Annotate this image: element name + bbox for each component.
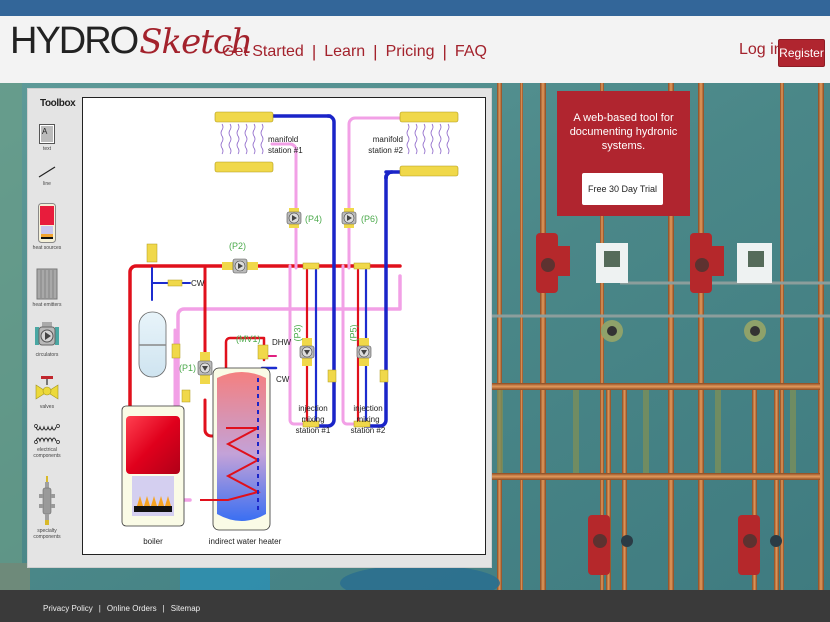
nav-faq[interactable]: FAQ: [454, 43, 487, 60]
free-trial-button[interactable]: Free 30 Day Trial: [582, 173, 663, 205]
pump-p4-label: (P4): [305, 214, 323, 224]
footer-separator: |: [162, 604, 165, 613]
cta-box: A web-based tool for documenting hydroni…: [557, 91, 690, 216]
toolbox-item-label: electrical components: [33, 447, 61, 459]
toolbox-item-specialty-components[interactable]: specialty components: [25, 476, 69, 540]
nav-get-started[interactable]: Get Started: [222, 43, 304, 60]
drawing-canvas[interactable]: manifold station #1 manifold station #2 …: [82, 97, 486, 555]
pump-p3-label: (P3): [292, 324, 303, 342]
manifold-2: [399, 111, 459, 177]
nav-separator: |: [311, 42, 317, 61]
pump-p6-label: (P6): [361, 214, 379, 224]
footer-privacy-policy[interactable]: Privacy Policy: [43, 604, 93, 613]
manifold-2-label: manifold station #2: [368, 135, 403, 155]
manifold-1-label: manifold station #1: [268, 135, 303, 155]
electrical-icon: [34, 424, 60, 444]
top-bar: [0, 0, 830, 16]
injection-station-1-label: injection mixing station #1: [295, 404, 331, 435]
svg-text:A: A: [42, 127, 48, 136]
nav-separator: |: [373, 42, 378, 61]
boiler-label: boiler: [143, 537, 163, 546]
nav-pricing[interactable]: Pricing: [385, 43, 435, 60]
toolbox-item-heat-emitters[interactable]: heat emitters: [25, 268, 69, 308]
valve-icon: [35, 376, 59, 400]
nav-separator: |: [442, 42, 447, 61]
water-heater-label: indirect water heater: [208, 537, 282, 546]
pump-symbols: [197, 208, 372, 384]
cta-tagline: A web-based tool for documenting hydroni…: [569, 112, 678, 152]
pump-p5-label: (P5): [348, 324, 359, 342]
footer-links: Privacy Policy | Online Orders | Sitemap: [43, 604, 200, 613]
toolbox-item-label: line: [43, 181, 51, 187]
logo[interactable]: HYDRO Sketch: [10, 20, 253, 62]
register-button[interactable]: Register: [778, 39, 825, 67]
hydronic-schematic: [121, 111, 459, 531]
cold-water-label: CW: [276, 375, 290, 384]
toolbox-item-electrical-components[interactable]: electrical components: [25, 423, 69, 459]
toolbox-item-label: heat emitters: [32, 302, 62, 308]
nav-learn[interactable]: Learn: [324, 43, 366, 60]
footer-online-orders[interactable]: Online Orders: [106, 604, 157, 613]
mixing-valve-label: (MV1): [236, 334, 261, 344]
toolbox-item-heat-sources[interactable]: heat sources: [25, 203, 69, 251]
toolbox-item-text[interactable]: A text: [25, 124, 69, 152]
toolbox-item-label: specialty components: [33, 528, 61, 540]
footer-sitemap[interactable]: Sitemap: [170, 604, 201, 613]
toolbox-item-line[interactable]: line: [25, 165, 69, 187]
logo-sketch-text: Sketch: [139, 22, 253, 62]
toolbox-item-label: heat sources: [32, 245, 62, 251]
toolbox-item-label: text: [42, 146, 52, 152]
toolbox-item-valves[interactable]: valves: [25, 376, 69, 410]
line-icon: [38, 166, 56, 178]
toolbox-item-label: valves: [39, 404, 55, 410]
cold-water-label: CW: [191, 279, 205, 288]
manifold-1: [214, 111, 274, 173]
site-header: [0, 16, 830, 83]
pump-p2-label: (P2): [229, 241, 247, 251]
specialty-icon: [39, 476, 55, 525]
toolbox-item-label: circulators: [35, 352, 59, 358]
text-icon: A: [39, 124, 55, 144]
dhw-label: DHW: [272, 338, 292, 347]
toolbox-item-circulators[interactable]: circulators: [25, 322, 69, 358]
pump-p1-label: (P1): [179, 363, 197, 373]
login-link[interactable]: Log in: [739, 41, 783, 58]
toolbox-title: Toolbox: [40, 98, 76, 109]
circulator-icon: [35, 322, 59, 346]
logo-hydro-text: HYDRO: [10, 20, 139, 62]
footer-separator: |: [98, 604, 101, 613]
injection-station-2-label: injection mixing station #2: [350, 404, 386, 435]
boiler-icon: [38, 203, 56, 243]
main-nav: Get Started | Learn | Pricing | FAQ: [222, 42, 487, 62]
site-footer: [0, 590, 830, 622]
radiator-icon: [36, 268, 58, 300]
